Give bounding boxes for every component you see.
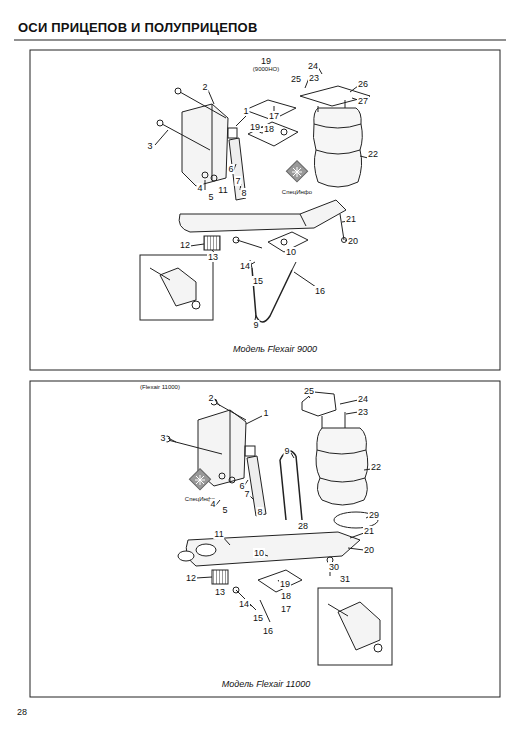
callout-number: 23 [357,407,369,417]
callout-number: 28 [297,521,309,531]
model-note: (9000НО) [252,66,280,73]
callout-number: 22 [370,462,382,472]
callout-number: 19 [249,122,261,132]
callout-number: 9 [283,446,290,456]
callout-number: 14 [238,599,250,609]
callout-number: 26 [357,79,369,89]
callout-number: 2 [207,393,214,403]
callout-number: 24 [357,394,369,404]
callout-number: 18 [280,591,292,601]
callout-number: 13 [207,252,219,262]
callout-number: 30 [328,562,340,572]
callout-number: 21 [363,526,375,536]
callout-number: 8 [240,188,247,198]
callout-number: 6 [227,164,234,174]
callout-number: 4 [196,183,203,193]
callout-number: 10 [285,247,297,257]
callout-number: 9 [252,320,259,330]
figure-caption: Модель Flexair 9000 [232,344,318,354]
page-title: ОСИ ПРИЦЕПОВ И ПОЛУПРИЦЕПОВ [18,20,258,35]
callout-number: 21 [345,214,357,224]
callout-number: 22 [367,149,379,159]
callout-number: 1 [242,106,249,116]
callout-number: 7 [234,176,241,186]
callout-number: 16 [314,286,326,296]
callout-number: 10 [253,548,265,558]
callout-number: 3 [159,433,166,443]
callout-number: 25 [290,74,302,84]
callout-number: 31 [339,574,351,584]
callout-number: 23 [308,73,320,83]
callout-number: 29 [368,510,380,520]
callout-number: 27 [357,96,369,106]
callout-number: 8 [256,507,263,517]
callout-number: 12 [179,240,191,250]
callout-number: 17 [268,111,280,121]
watermark: СпецИнфо [281,189,313,196]
callout-number: 1 [262,408,269,418]
callout-number: 25 [303,386,315,396]
callout-number: 5 [221,505,228,515]
callout-number: 17 [280,604,292,614]
callout-number: 14 [239,261,251,271]
callout-number: 20 [347,236,359,246]
callout-number: 16 [262,626,274,636]
callout-number: 2 [201,82,208,92]
callout-number: 11 [217,185,228,195]
callout-number: 13 [214,587,226,597]
callout-number: 19 [260,56,272,66]
figure-caption: Модель Flexair 11000 [221,679,311,689]
callout-number: 18 [263,124,275,134]
callout-number: 7 [243,489,250,499]
callout-number: 20 [363,545,375,555]
page-number: 28 [16,707,28,717]
model-note: (Flexair 11000) [139,384,181,391]
callout-number: 12 [185,573,197,583]
callout-number: 24 [307,61,319,71]
callout-number: 5 [207,192,214,202]
callout-number: 15 [252,613,264,623]
callout-number: 3 [146,141,153,151]
callout-number: 19 [279,579,291,589]
callout-number: 4 [209,499,216,509]
callout-number: 15 [252,276,264,286]
callout-number: 11 [213,529,224,539]
